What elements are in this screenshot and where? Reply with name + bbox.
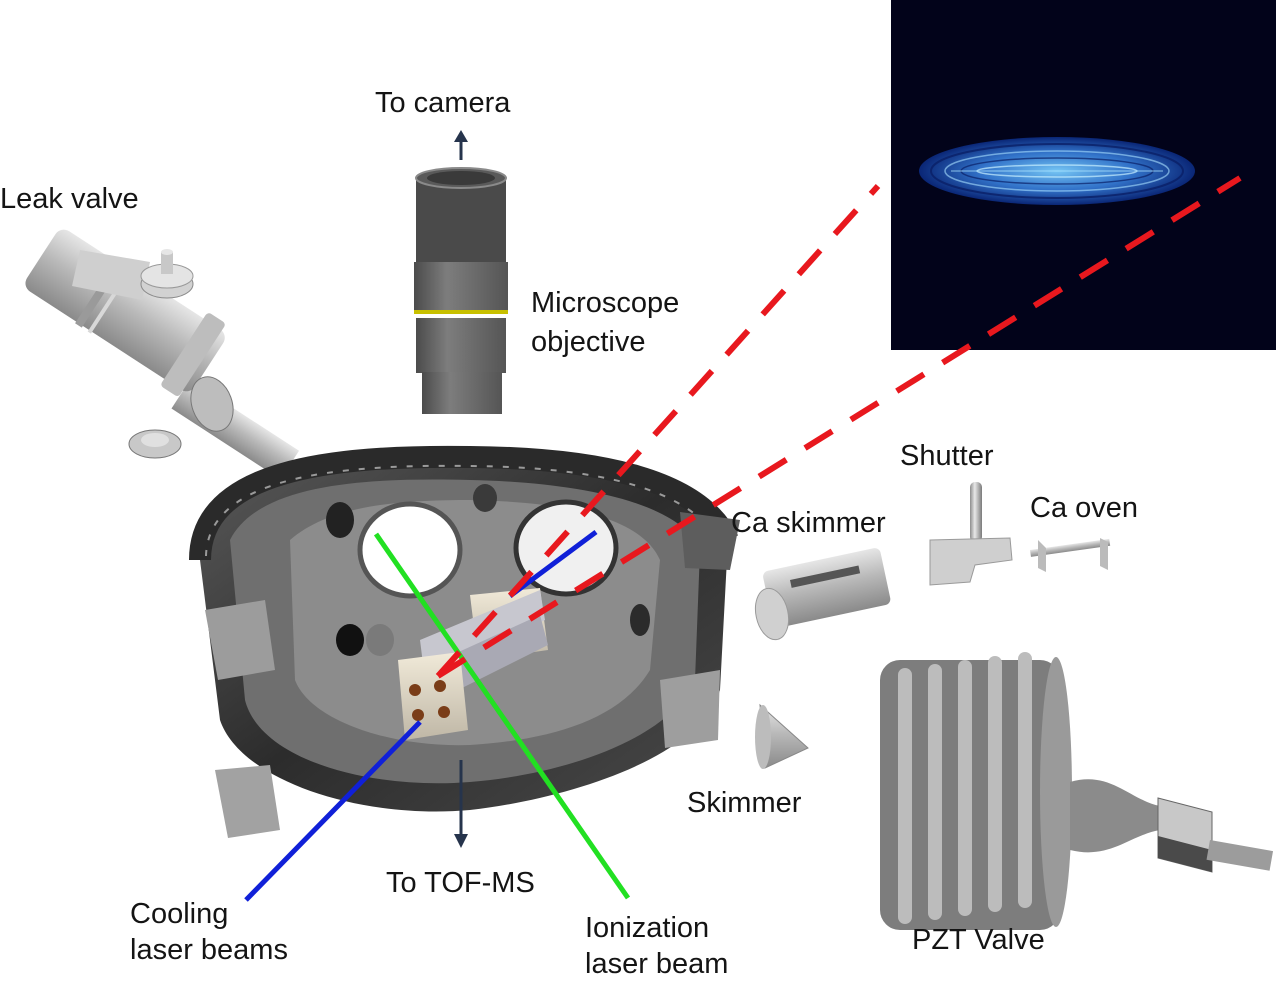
ion-crystal-svg [919,137,1195,205]
label-ionization-line2: laser beam [585,948,729,980]
label-skimmer: Skimmer [687,787,802,819]
imaging-path-upper [435,183,881,679]
label-ionization-line1: Ionization [585,912,710,944]
arrow-up-icon [454,130,468,160]
ca-oven [1030,538,1111,572]
label-cooling-line2: laser beams [130,934,288,966]
shutter [929,482,1013,586]
cooling-laser-beam-upper [508,529,598,599]
label-leak-valve: Leak valve [0,183,139,215]
arrow-down-icon [454,760,468,848]
label-pzt-valve: PZT Valve [912,924,1045,956]
label-to-tof-ms: To TOF-MS [386,867,535,899]
ca-skimmer [754,548,891,641]
imaging-path-lower [436,175,1242,679]
label-ca-skimmer: Ca skimmer [731,507,886,539]
label-microscope-objective: Microscope objective [531,286,679,359]
label-ionization-laser-beam: Ionization laser beam [585,911,728,981]
ionization-laser-beam [373,532,631,900]
ion-crystal-image-inset [891,0,1276,350]
microscope-objective [414,167,508,414]
label-shutter: Shutter [900,440,994,472]
skimmer-cone [755,703,809,769]
label-cooling-laser-beams: Cooling laser beams [130,897,288,967]
label-microscope-line1: Microscope [531,287,680,319]
ion-trap [398,588,548,740]
cooling-laser-beam-lower [244,720,422,902]
label-ca-oven: Ca oven [1030,492,1139,524]
label-to-camera: To camera [375,87,511,119]
leak-valve [25,229,300,480]
label-microscope-line2: objective [531,326,646,358]
pzt-valve [880,652,1274,930]
label-cooling-line1: Cooling [130,898,229,930]
